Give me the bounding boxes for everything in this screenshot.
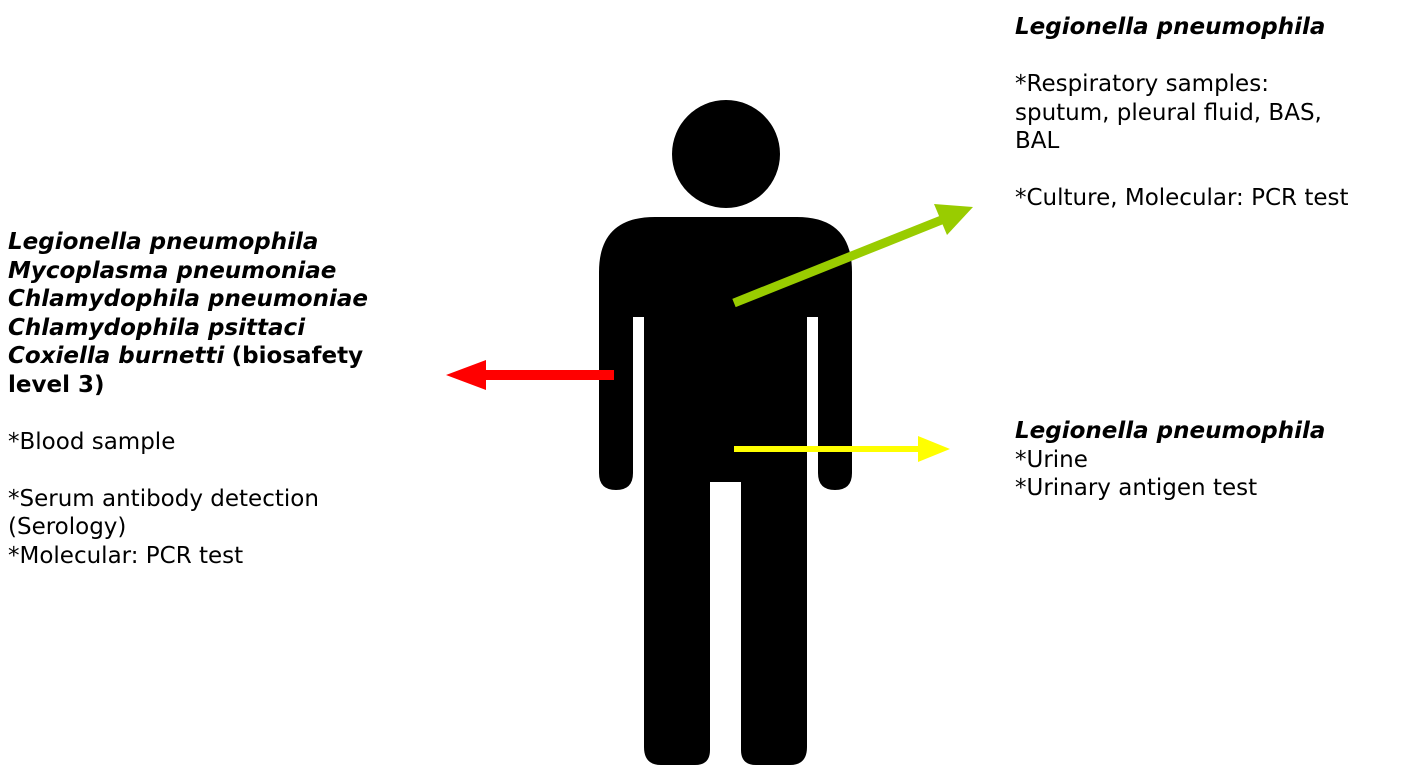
urinary-antigen-test-label: *Urinary antigen test [1015, 475, 1258, 501]
blood-sample-label: *Blood sample [8, 428, 176, 455]
respiratory-sample-panel: Legionella pneumophila *Respiratory samp… [1015, 13, 1415, 213]
organism-chlamydophila-pneumoniae: Chlamydophila pneumoniae [8, 286, 368, 312]
respiratory-samples-label: *Respiratory samples: sputum, pleural fl… [1015, 71, 1322, 154]
respiratory-arrow-head [934, 204, 973, 235]
respiratory-tests-label: *Culture, Molecular: PCR test [1015, 185, 1349, 211]
figure-head [672, 100, 780, 208]
biosafety-note: (biosafety level 3) [8, 343, 364, 398]
urine-sample-panel: Legionella pneumophila *Urine *Urinary a… [1015, 417, 1415, 503]
blood-pcr-test-label: *Molecular: PCR test [8, 542, 244, 569]
blood-sample-panel: Legionella pneumophila Mycoplasma pneumo… [8, 228, 388, 570]
respiratory-organism: Legionella pneumophila [1015, 14, 1326, 40]
urine-sample-arrow [734, 436, 950, 462]
urine-sample-label: *Urine [1015, 446, 1088, 473]
organism-legionella: Legionella pneumophila [8, 229, 319, 255]
respiratory-arrow-shaft [732, 214, 946, 308]
organism-coxiella: Coxiella burnetti [8, 343, 225, 369]
human-figure [599, 100, 852, 765]
organism-coxiella-line: Coxiella burnetti (biosafety level 3) [8, 342, 388, 399]
respiratory-sample-arrow [732, 204, 973, 308]
blood-sample-arrow [446, 360, 614, 390]
serology-test-label: *Serum antibody detection (Serology) [8, 485, 319, 541]
urine-arrow-head [918, 436, 950, 462]
figure-body [599, 217, 852, 765]
organism-chlamydophila-psittaci: Chlamydophila psittaci [8, 314, 306, 341]
blood-arrow-head [446, 360, 486, 390]
urine-organism: Legionella pneumophila [1015, 418, 1326, 444]
organism-mycoplasma: Mycoplasma pneumoniae [8, 257, 337, 284]
